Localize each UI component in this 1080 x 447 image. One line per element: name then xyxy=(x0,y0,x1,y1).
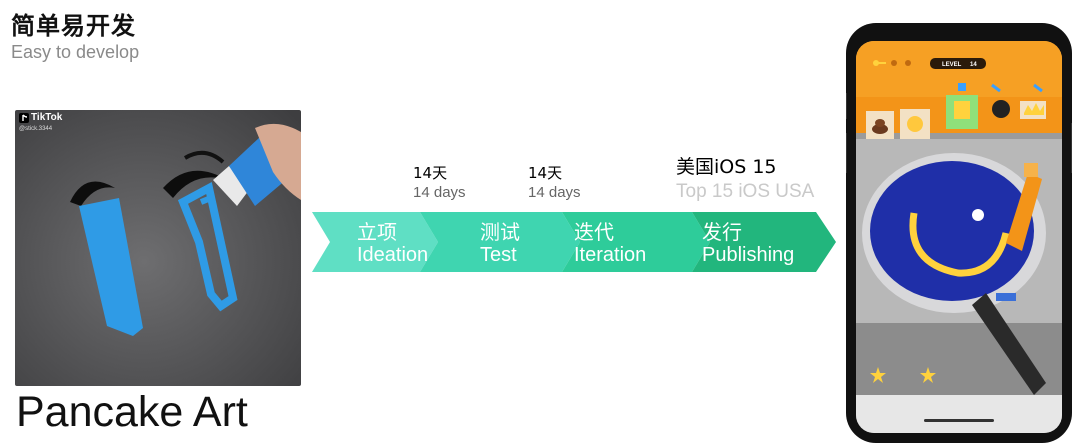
timeline-arrow xyxy=(312,212,836,272)
timeline-segment-iteration xyxy=(562,212,710,272)
stage-label-cn: 发行 xyxy=(702,220,742,244)
stage-publishing: 发行 Publishing xyxy=(702,222,794,265)
stage-label-cn: 测试 xyxy=(480,220,520,244)
tiktok-logo-icon xyxy=(19,113,29,123)
pan-handle xyxy=(972,293,1046,395)
pancake-art-scene xyxy=(15,110,301,386)
level-value: 14 xyxy=(970,62,977,68)
frying-pan xyxy=(870,161,1034,301)
left-blue-stroke xyxy=(79,198,143,336)
duration-cn: 14天 xyxy=(413,164,448,182)
hand xyxy=(255,123,301,200)
duration-en: 14 days xyxy=(528,184,581,201)
pancake-art-video-thumbnail: TikTok @stick.3344 xyxy=(15,110,301,386)
key-icon xyxy=(873,60,879,66)
right-eyebrow xyxy=(163,170,227,198)
stage-label-en: Iteration xyxy=(574,244,647,266)
yellow-batter-ring xyxy=(909,212,1010,277)
left-eyebrow xyxy=(70,181,115,206)
timeline-segment-test xyxy=(420,212,580,272)
tiktok-brand-label: TikTok xyxy=(31,112,63,123)
development-timeline: 立项 Ideation 测试 Test 迭代 Iteration 发行 Publ… xyxy=(312,212,836,272)
batter-bottle xyxy=(1006,173,1042,251)
video-caption: Pancake Art xyxy=(16,388,248,436)
right-blue-outline xyxy=(177,181,238,312)
stage-label-en: Test xyxy=(480,244,517,266)
tiktok-username: @stick.3344 xyxy=(19,126,53,132)
squeeze-bottle xyxy=(229,136,293,206)
stage-test: 测试 Test xyxy=(480,222,520,265)
stage-label-cn: 立项 xyxy=(357,220,397,244)
duration-en: 14 days xyxy=(413,184,466,201)
duration-test: 14天 14 days xyxy=(528,162,581,201)
home-indicator xyxy=(924,419,994,422)
launch-result-cn: 美国iOS 15 xyxy=(676,156,777,178)
level-label: LEVEL xyxy=(942,62,962,68)
duration-cn: 14天 xyxy=(528,164,563,182)
stage-label-cn: 迭代 xyxy=(574,220,614,244)
timeline-segment-publishing xyxy=(692,212,836,272)
star-icon xyxy=(870,367,886,383)
duration-ideation: 14天 14 days xyxy=(413,162,466,201)
smiley-emoji-icon xyxy=(907,116,923,132)
game-screenshot: LEVEL 14 xyxy=(843,23,1075,443)
crown-icon xyxy=(1024,103,1044,115)
stage-label-en: Publishing xyxy=(702,244,795,266)
stage-iteration: 迭代 Iteration xyxy=(574,222,646,265)
stage-label-en: Ideation xyxy=(357,244,429,266)
timeline-segment-ideation xyxy=(312,212,438,272)
level-indicator xyxy=(930,58,986,69)
stage-ideation: 立项 Ideation xyxy=(357,222,428,265)
page-title-english: Easy to develop xyxy=(11,42,140,62)
star-icon xyxy=(920,367,936,383)
phone-mockup: LEVEL 14 xyxy=(843,23,1075,443)
launch-result: 美国iOS 15 Top 15 iOS USA xyxy=(676,152,814,203)
page-title-chinese: 简单易开发 xyxy=(11,12,136,40)
poop-emoji-icon xyxy=(872,124,888,134)
launch-result-en: Top 15 iOS USA xyxy=(676,181,815,202)
